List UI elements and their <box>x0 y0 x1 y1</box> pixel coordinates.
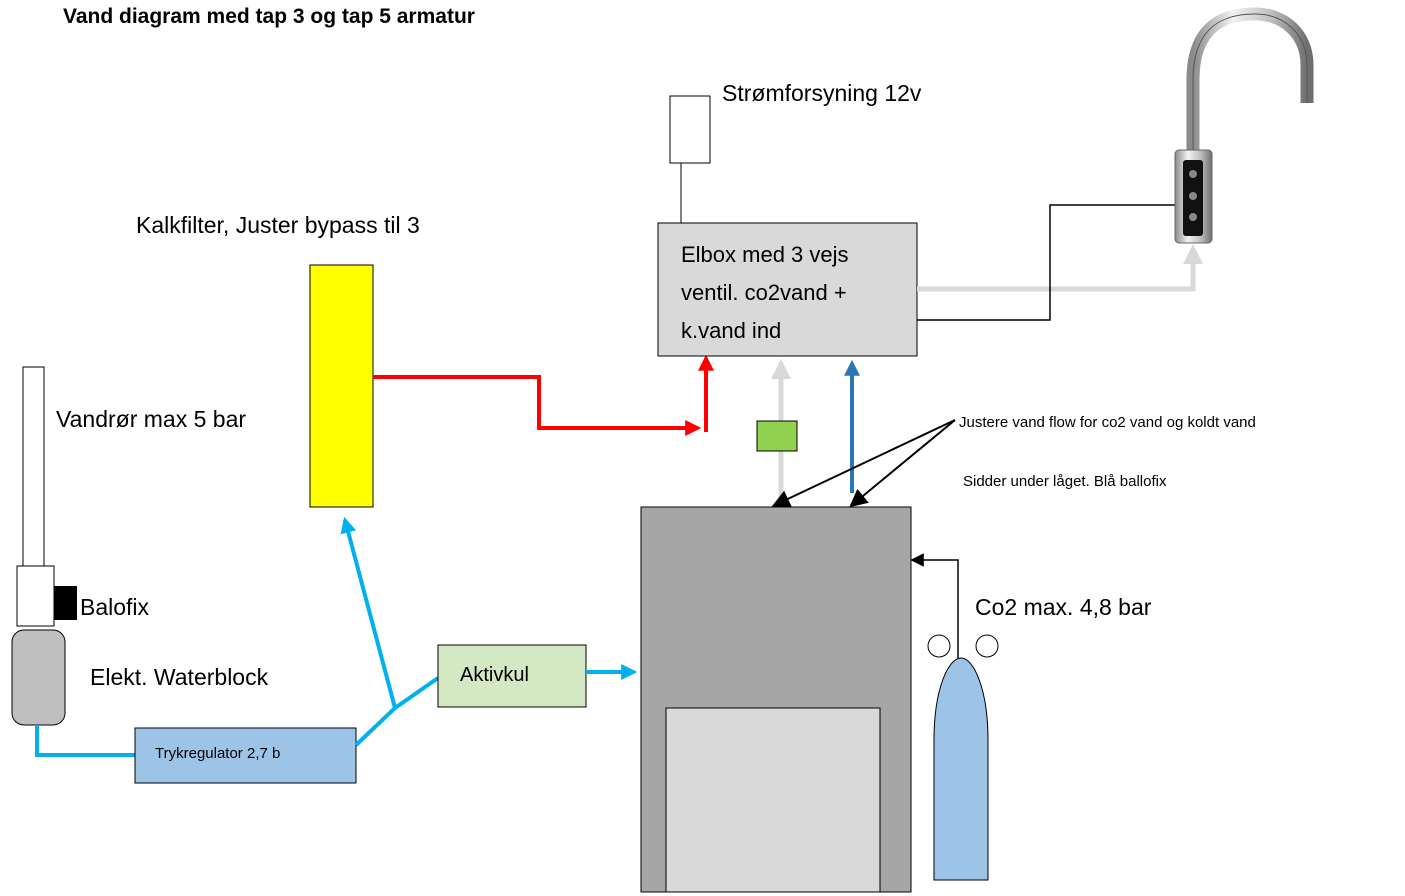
lime-filter <box>309 264 374 508</box>
pressure-regulator <box>134 727 357 784</box>
co2-hose <box>910 553 959 658</box>
power-supply-label: Strømforsyning 12v <box>722 80 922 106</box>
pipe-waterblock-to-regulator <box>35 725 135 757</box>
co2-gauge-left <box>927 634 951 658</box>
under-lid-label: Sidder under låget. Blå ballofix <box>963 473 1167 490</box>
water-pipe-label: Vandrør max 5 bar <box>56 406 247 432</box>
power-supply <box>669 95 711 164</box>
pipe-regulator-to-junction <box>354 706 397 747</box>
waterblock-label: Elekt. Waterblock <box>90 664 269 690</box>
flow-valve <box>756 420 798 452</box>
active-carbon-label: Aktivkul <box>460 664 529 686</box>
pointer-arrow-1 <box>771 419 956 507</box>
balofix-handle <box>54 586 77 620</box>
balofix-valve-body <box>16 565 55 627</box>
adjust-flow-label: Justere vand flow for co2 vand og koldt … <box>959 414 1256 431</box>
cable-elbox-to-tap <box>917 204 1183 321</box>
pipe-elbox-to-tap <box>917 244 1203 292</box>
co2-gauge-right <box>975 634 999 658</box>
water-pipe <box>22 366 45 568</box>
pipe-junction-to-aktivkul <box>393 676 440 710</box>
elbox-text: Elbox med 3 vejs ventil. co2vand + k.van… <box>681 236 849 350</box>
active-carbon <box>437 644 587 708</box>
waterblock <box>11 629 66 726</box>
pipe-filter-to-elbox <box>373 375 702 436</box>
co2-label: Co2 max. 4,8 bar <box>975 594 1152 620</box>
pointer-arrow-2 <box>849 419 956 508</box>
diagram-title: Vand diagram med tap 3 og tap 5 armatur <box>63 5 475 28</box>
elbox-line-2: ventil. co2vand + <box>681 280 847 305</box>
faucet-icon <box>1174 7 1314 244</box>
co2-cylinder <box>933 657 989 881</box>
elbox-line-3: k.vand ind <box>681 318 782 343</box>
pressure-regulator-label: Trykregulator 2,7 b <box>155 745 281 762</box>
balofix-label: Balofix <box>80 594 150 620</box>
elbox-line-1: Elbox med 3 vejs <box>681 242 849 267</box>
pipe-junction-to-filter <box>340 516 397 709</box>
unit-door <box>665 707 881 893</box>
lime-filter-label: Kalkfilter, Juster bypass til 3 <box>136 212 420 238</box>
elbox <box>657 222 918 357</box>
